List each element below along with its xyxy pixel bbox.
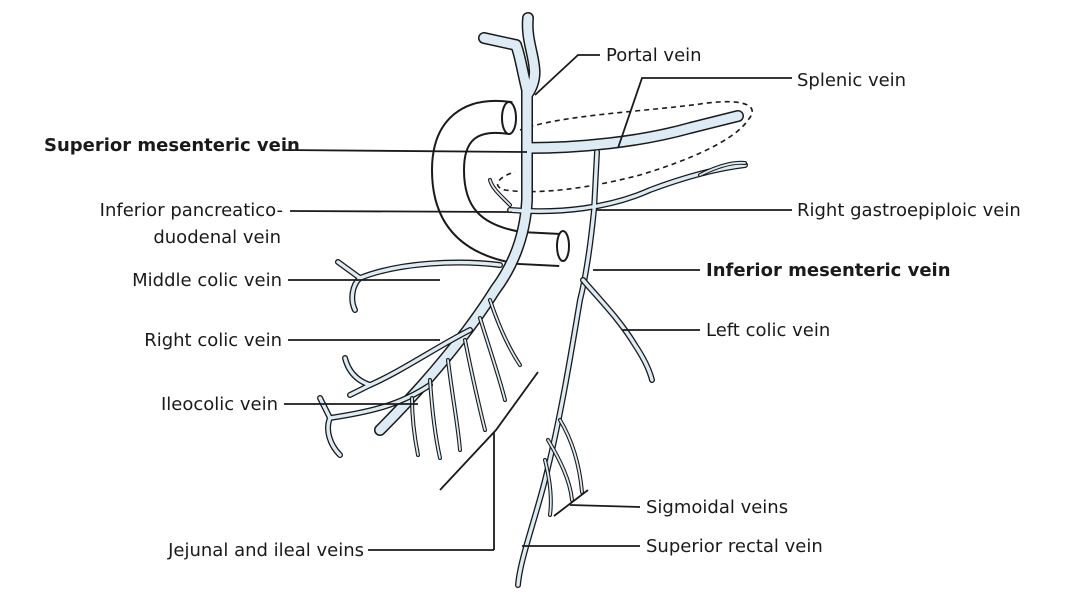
label-left-colic-vein: Left colic vein bbox=[706, 320, 830, 341]
label-ileocolic-vein: Ileocolic vein bbox=[161, 394, 278, 415]
label-superior-mesenteric-vein: Superior mesenteric vein bbox=[44, 135, 300, 156]
label-inferior-mesenteric-vein: Inferior mesenteric vein bbox=[706, 260, 951, 281]
vein-network bbox=[317, 12, 748, 588]
leader-lines bbox=[282, 54, 792, 551]
label-middle-colic-vein: Middle colic vein bbox=[132, 270, 282, 291]
label-inferior-pancreaticoduodenal-line1: Inferior pancreatico- bbox=[100, 200, 283, 221]
label-right-gastroepiploic-vein: Right gastroepiploic vein bbox=[797, 200, 1021, 221]
label-jejunal-and-ileal-veins: Jejunal and ileal veins bbox=[167, 540, 364, 561]
label-right-colic-vein: Right colic vein bbox=[144, 330, 282, 351]
duodenum bbox=[430, 99, 570, 267]
jejunal-bracket bbox=[439, 371, 539, 550]
label-inferior-pancreaticoduodenal-line2: duodenal vein bbox=[153, 227, 281, 248]
label-superior-rectal-vein: Superior rectal vein bbox=[646, 536, 823, 557]
label-splenic-vein: Splenic vein bbox=[797, 70, 906, 91]
label-portal-vein: Portal vein bbox=[606, 45, 702, 66]
label-sigmoidal-veins: Sigmoidal veins bbox=[646, 497, 788, 518]
sigmoidal-bracket bbox=[553, 489, 641, 517]
pancreas-outline bbox=[496, 100, 753, 193]
